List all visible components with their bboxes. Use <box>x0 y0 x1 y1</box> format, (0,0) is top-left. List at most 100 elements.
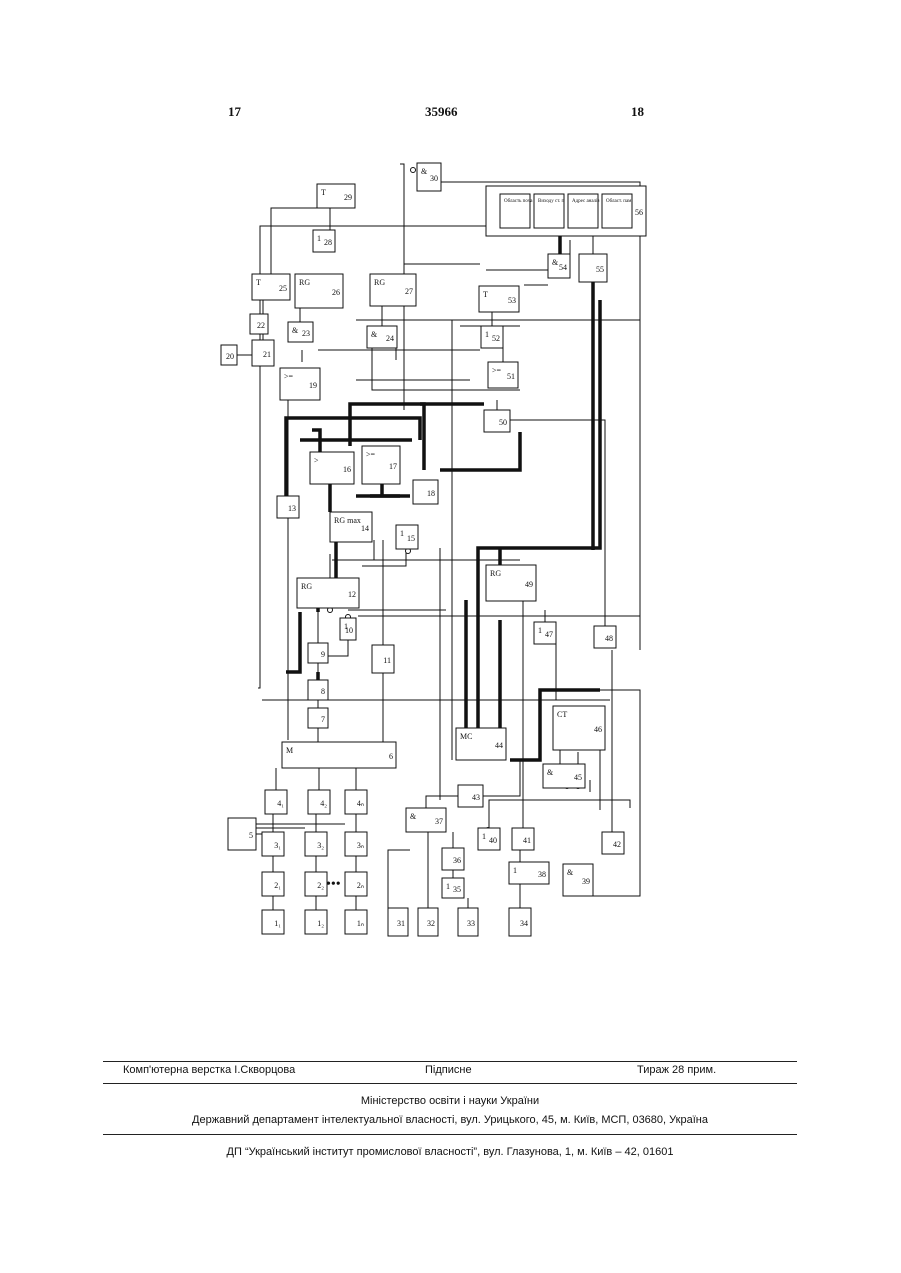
block-function: >= <box>284 372 294 381</box>
block-number: 2₂ <box>317 881 324 890</box>
block-9: 9 <box>308 643 328 663</box>
block-number: 35 <box>453 885 461 894</box>
block-function: RG <box>299 278 310 287</box>
block-48: 48 <box>594 626 616 648</box>
block-number: 5 <box>249 831 253 840</box>
block-52: 521 <box>481 326 503 348</box>
block-number: 43 <box>472 793 480 802</box>
block-38: 381 <box>509 862 549 884</box>
inverter-bubble <box>411 168 416 173</box>
block-function: MC <box>460 732 472 741</box>
block-5: 5 <box>228 818 256 850</box>
block-29: 29T <box>317 184 355 208</box>
block-number: 8 <box>321 687 325 696</box>
block-function: >= <box>492 366 502 375</box>
block-number: 19 <box>309 381 317 390</box>
block-54: 54& <box>548 254 570 278</box>
block-number: 31 <box>397 919 405 928</box>
block-43: 43 <box>458 785 483 807</box>
block-function: CT <box>557 710 567 719</box>
block-39: 39& <box>563 864 593 896</box>
block-number: 27 <box>405 287 413 296</box>
block-number: 40 <box>489 836 497 845</box>
block-number: 2ₙ <box>357 881 364 890</box>
block-8: 8 <box>308 680 328 700</box>
block-number: 24 <box>386 334 394 343</box>
block-45: 45& <box>543 764 585 788</box>
block-number: 51 <box>507 372 515 381</box>
block-number: 6 <box>389 752 393 761</box>
block-function: >= <box>366 450 376 459</box>
block-number: 47 <box>545 630 553 639</box>
block-13: 13 <box>277 496 299 518</box>
block-21: 21 <box>252 340 274 366</box>
block-22: 22 <box>250 314 268 334</box>
block-function: & <box>421 167 428 176</box>
block-number: 26 <box>332 288 340 297</box>
block-number: 13 <box>288 504 296 513</box>
block-number: 42 <box>613 840 621 849</box>
block-2₁: 2₁ <box>262 872 284 896</box>
block-number: 1₁ <box>274 919 281 928</box>
block-7: 7 <box>308 708 328 728</box>
block-number: 14 <box>361 524 369 533</box>
block-31: 31 <box>388 908 408 936</box>
block-number: 2₁ <box>274 881 281 890</box>
block-number: 23 <box>302 329 310 338</box>
block-number: 18 <box>427 489 435 498</box>
block-function: & <box>292 326 299 335</box>
block-24: 24& <box>367 326 397 348</box>
memory-cell-label: Виходу ст. п <box>538 199 564 204</box>
wire <box>483 760 520 796</box>
block-number: 20 <box>226 352 234 361</box>
footer-rule-bottom <box>103 1134 797 1135</box>
block-34: 34 <box>509 908 531 936</box>
block-function: 1 <box>317 234 321 243</box>
block-function: 1 <box>446 882 450 891</box>
block-function: & <box>547 768 554 777</box>
block-number: 32 <box>427 919 435 928</box>
block-number: 9 <box>321 650 325 659</box>
block-function: T <box>321 188 326 197</box>
block-number: 7 <box>321 715 325 724</box>
block-number: 33 <box>467 919 475 928</box>
block-number: 39 <box>582 877 590 886</box>
block-33: 33 <box>458 908 478 936</box>
block-number: 50 <box>499 418 507 427</box>
block-1ₙ: 1ₙ <box>345 910 367 934</box>
block-number: 1₂ <box>317 919 324 928</box>
block-number: 38 <box>538 870 546 879</box>
memory-cell-label: Адрес аналіз <box>572 199 600 204</box>
block-26: 26 RG <box>295 274 343 308</box>
block-1₂: 1₂ <box>305 910 327 934</box>
block-number: 34 <box>520 919 528 928</box>
wire <box>362 548 406 566</box>
block-number: 53 <box>508 296 516 305</box>
layout-credit: Комп'ютерна верстка І.Скворцова <box>123 1064 295 1076</box>
block-41: 41 <box>512 828 534 850</box>
block-number: 1ₙ <box>357 919 364 928</box>
block-27: 27RG <box>370 274 416 306</box>
block-number: 3₂ <box>317 841 324 850</box>
block-number: 3₁ <box>274 841 281 850</box>
block-number: 21 <box>263 350 271 359</box>
block-number: 55 <box>596 265 604 274</box>
block-number: 4ₙ <box>357 799 364 808</box>
block-number: 44 <box>495 741 503 750</box>
block-4₁: 4₁ <box>265 790 287 814</box>
memory-cell-label: Область поча <box>504 199 533 204</box>
circulation-note: Тираж 28 прим. <box>637 1064 716 1076</box>
block-function: & <box>371 330 378 339</box>
block-function: RG max <box>334 516 361 525</box>
block-function: > <box>314 456 319 465</box>
block-46: 46CT <box>553 706 605 750</box>
block-number: 49 <box>525 580 533 589</box>
block-3₁: 3₁ <box>262 832 284 856</box>
block-30: 30& <box>417 163 441 191</box>
block-function: & <box>567 868 574 877</box>
block-number: 15 <box>407 534 415 543</box>
block-37: 37& <box>406 808 446 832</box>
block-2₂: 2₂ <box>305 872 327 896</box>
block-3₂: 3₂ <box>305 832 327 856</box>
block-44: 44 MC <box>456 728 506 760</box>
